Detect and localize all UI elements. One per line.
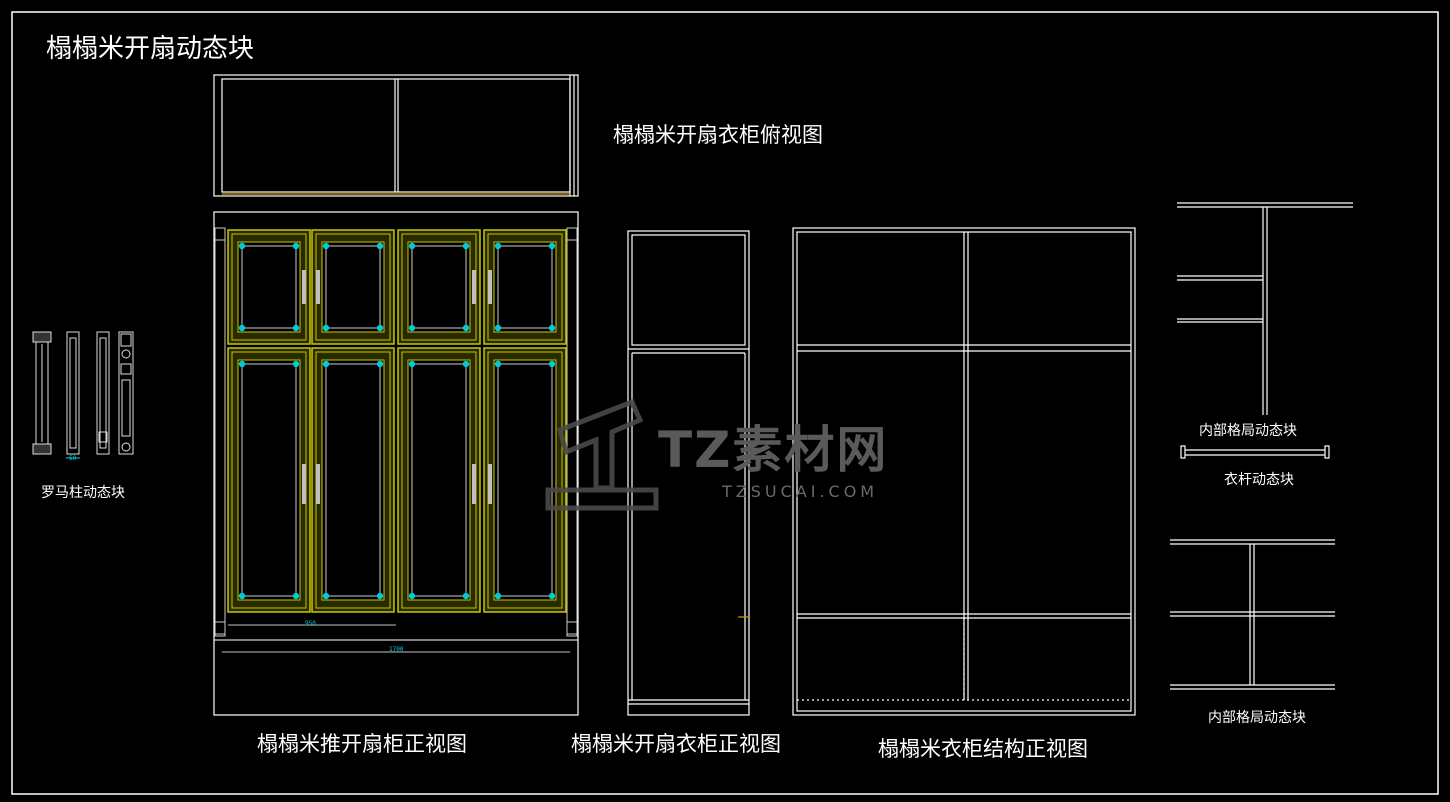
corner-ornament-icon	[322, 324, 330, 332]
push-front-label: 榻榻米推开扇柜正视图	[257, 732, 467, 756]
side-front-view	[627, 230, 750, 716]
page-title: 榻榻米开扇动态块	[46, 34, 255, 64]
top-view-drawing	[213, 74, 579, 197]
corner-ornament-icon	[238, 242, 246, 250]
corner-ornament-icon	[238, 324, 246, 332]
structure-front-view	[792, 227, 1136, 716]
door-handle-icon	[472, 270, 476, 304]
corner-ornament-icon	[408, 324, 416, 332]
watermark-url: TZSUCAI.COM	[722, 482, 879, 501]
door-panel-inset	[325, 245, 381, 329]
corner-ornament-icon	[238, 360, 246, 368]
door-panel-inset	[497, 245, 553, 329]
door-width-dim: 950	[305, 620, 316, 627]
push-door-front-view	[213, 211, 579, 716]
corner-ornament-icon	[408, 592, 416, 600]
door-handle-icon	[316, 464, 320, 504]
side-front-label: 榻榻米开扇衣柜正视图	[571, 732, 781, 756]
corner-ornament-icon	[548, 592, 556, 600]
inner-layout-label-1: 内部格局动态块	[1199, 423, 1297, 439]
corner-ornament-icon	[494, 592, 502, 600]
inner-layout-block-1	[1177, 202, 1353, 415]
door-panel-inset	[497, 363, 553, 597]
clothes-rod-block	[1180, 445, 1330, 459]
corner-ornament-icon	[548, 242, 556, 250]
column-width-dim: 50	[69, 455, 77, 462]
roman-column-label: 罗马柱动态块	[41, 485, 125, 501]
corner-ornament-icon	[292, 592, 300, 600]
drawing-border	[11, 11, 1439, 795]
corner-ornament-icon	[408, 242, 416, 250]
clothes-rod-label: 衣杆动态块	[1224, 472, 1294, 488]
roman-column-samples	[32, 331, 134, 459]
structure-front-label: 榻榻米衣柜结构正视图	[878, 737, 1088, 761]
door-raised-panel	[407, 359, 471, 601]
door-raised-panel	[493, 241, 557, 333]
corner-ornament-icon	[292, 360, 300, 368]
door-handle-icon	[488, 270, 492, 304]
corner-ornament-icon	[322, 360, 330, 368]
corner-ornament-icon	[494, 324, 502, 332]
corner-ornament-icon	[494, 242, 502, 250]
corner-ornament-icon	[408, 360, 416, 368]
corner-ornament-icon	[494, 360, 502, 368]
corner-ornament-icon	[238, 592, 246, 600]
door-panel-inset	[325, 363, 381, 597]
door-handle-icon	[302, 270, 306, 304]
corner-ornament-icon	[376, 242, 384, 250]
door-raised-panel	[321, 241, 385, 333]
door-panel-inset	[411, 245, 467, 329]
door-raised-panel	[237, 241, 301, 333]
door-panel-inset	[411, 363, 467, 597]
top-view-label: 榻榻米开扇衣柜俯视图	[613, 123, 823, 147]
corner-ornament-icon	[462, 592, 470, 600]
corner-ornament-icon	[376, 592, 384, 600]
door-panel-inset	[241, 245, 297, 329]
door-raised-panel	[493, 359, 557, 601]
door-raised-panel	[407, 241, 471, 333]
corner-ornament-icon	[548, 360, 556, 368]
door-handle-icon	[302, 464, 306, 504]
corner-ornament-icon	[462, 360, 470, 368]
corner-ornament-icon	[462, 324, 470, 332]
door-raised-panel	[321, 359, 385, 601]
corner-ornament-icon	[548, 324, 556, 332]
corner-ornament-icon	[322, 242, 330, 250]
total-width-dim: 1700	[389, 646, 404, 653]
watermark-brand: TZ素材网	[658, 421, 889, 479]
door-handle-icon	[472, 464, 476, 504]
door-panels	[227, 229, 567, 613]
watermark-logo-icon	[545, 398, 659, 511]
corner-ornament-icon	[292, 324, 300, 332]
inner-layout-block-2	[1170, 539, 1335, 690]
corner-ornament-icon	[462, 242, 470, 250]
corner-ornament-icon	[376, 324, 384, 332]
door-raised-panel	[237, 359, 301, 601]
inner-layout-label-2: 内部格局动态块	[1208, 710, 1306, 726]
door-handle-icon	[316, 270, 320, 304]
door-panel-inset	[241, 363, 297, 597]
corner-ornament-icon	[376, 360, 384, 368]
corner-ornament-icon	[292, 242, 300, 250]
door-handle-icon	[488, 464, 492, 504]
corner-ornament-icon	[322, 592, 330, 600]
